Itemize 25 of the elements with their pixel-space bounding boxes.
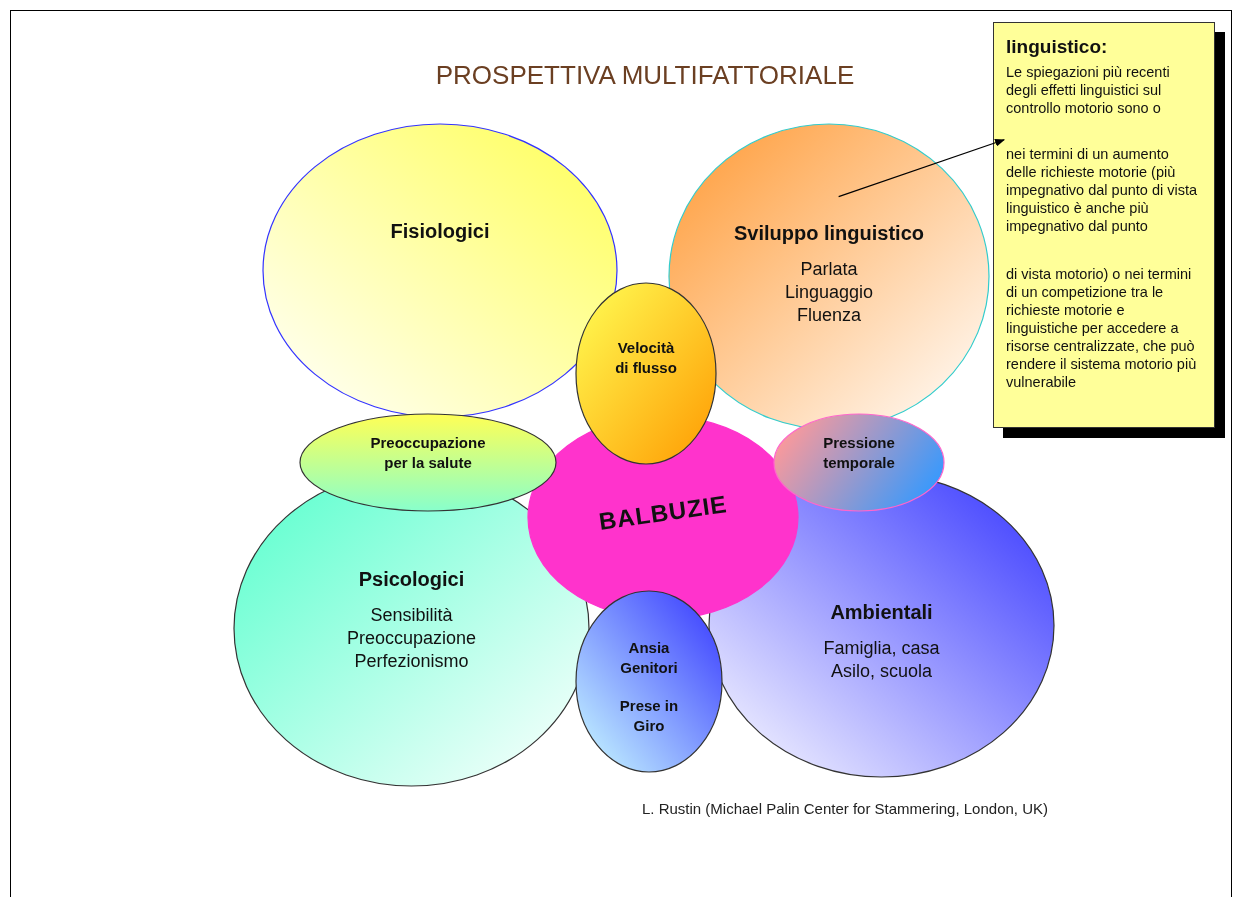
bubble-text: Prese in Giro [618, 696, 680, 736]
source-note: L. Rustin (Michael Palin Center for Stammering, London, UK) [641, 800, 1049, 817]
bubble-title: Velocità di flusso [614, 338, 678, 378]
bubble [773, 413, 945, 512]
bubble-title: Psicologici [357, 567, 466, 592]
note-text: di vista motorio) o nei termini di un competizione tra le richieste motorie e linguistiche per accedere a risorse centralizzate, che può rendere il sistema motorio più vulnerabile [1006, 265, 1198, 391]
bubble [575, 590, 723, 773]
title: PROSPETTIVA MULTIFATTORIALE [434, 60, 856, 91]
bubble-title: BALBUZIE [596, 489, 730, 537]
bubble-text: Famiglia, casa Asilo, scuola [822, 637, 941, 683]
bubble-title: Preoccupazione per la salute [369, 433, 487, 473]
bubble-title: Fisiologici [389, 219, 491, 244]
bubble [262, 123, 618, 418]
bubble-title: Pressione temporale [822, 433, 896, 473]
bubble [299, 413, 557, 512]
bubble-title: Sviluppo linguistico [733, 221, 925, 246]
bubble-text: Sensibilità Preoccupazione Perfezionismo [345, 604, 478, 673]
note-text: Le spiegazioni più recenti degli effetti linguistici sul controllo motorio sono o [1006, 63, 1171, 117]
bubble-title: Ambientali [829, 600, 934, 625]
note-text: nei termini di un aumento delle richieste motorie (più impegnativo dal punto di vista linguistico è anche più impegnativo dal punto [1006, 145, 1198, 235]
arrow [838, 138, 1006, 198]
bubble-text: Parlata Linguaggio Fluenza [783, 258, 875, 327]
bubble [575, 282, 717, 465]
bubble-title: Ansia Genitori [619, 638, 679, 678]
note-heading: linguistico: [1006, 35, 1109, 59]
